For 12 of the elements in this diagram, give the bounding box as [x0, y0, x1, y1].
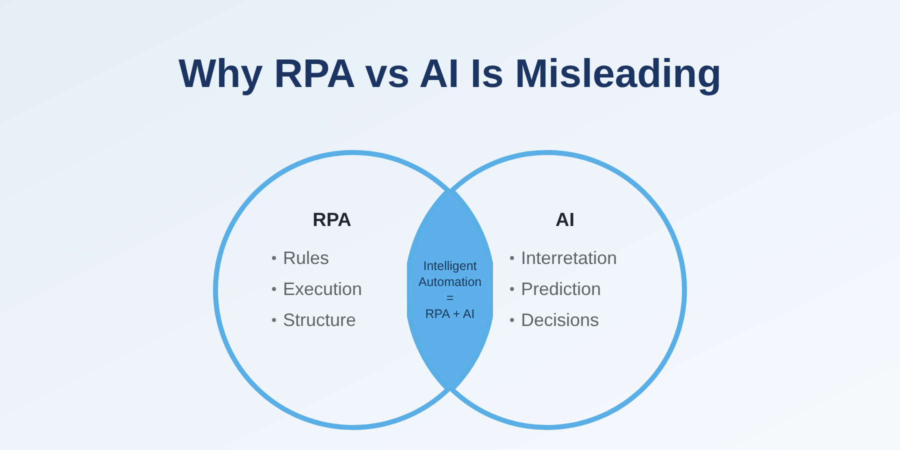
list-item: Structure [283, 309, 356, 331]
overlap-text: Intelligent Automation [417, 258, 483, 290]
list-item: Interretation [521, 247, 618, 269]
title: Why RPA vs AI Is Misleading [177, 51, 723, 98]
list-item: Decisions [521, 309, 600, 331]
set-heading: AI [556, 209, 574, 233]
list-item: Prediction [521, 278, 602, 300]
list-item: Execution [283, 278, 362, 300]
overlap-text: RPA + AI [425, 306, 475, 322]
list-item: Rules [283, 247, 330, 269]
set-heading: RPA [312, 209, 352, 233]
overlap-text: = [446, 290, 454, 306]
